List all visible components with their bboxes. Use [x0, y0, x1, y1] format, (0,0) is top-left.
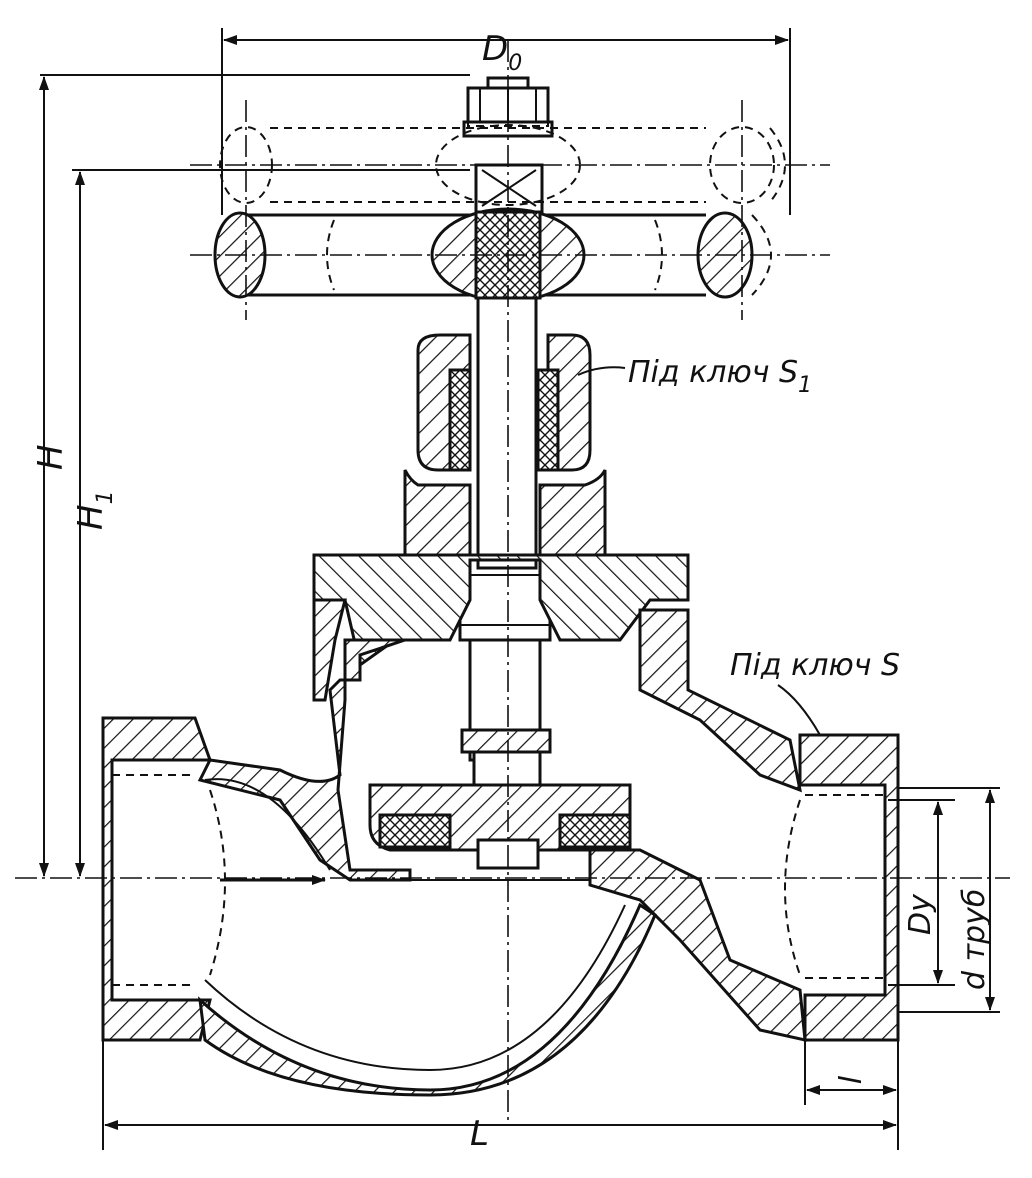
handwheel [213, 76, 772, 303]
label-d-pipe: d труб [957, 889, 992, 990]
label-L: L [470, 1114, 489, 1154]
handwheel-raised-ghost [219, 87, 786, 206]
dimension-lines [39, 28, 1000, 1150]
label-l: l [830, 1075, 865, 1084]
centre-lines [15, 40, 1010, 1120]
valve-stem [458, 296, 552, 802]
valve-body [101, 608, 900, 1097]
label-d0: D0 [482, 29, 522, 76]
label-h1: H1 [71, 490, 118, 530]
bonnet [312, 469, 690, 702]
label-h: H [31, 444, 71, 470]
label-wrench-s1: Під ключ S1 [628, 355, 812, 398]
valve-disc [368, 783, 632, 870]
labels: D0 H H1 Під ключ S1 Під ключ S Dy d труб… [31, 29, 992, 1154]
label-dy: Dy [903, 893, 938, 935]
label-wrench-s: Під ключ S [730, 648, 900, 683]
gland-nut [416, 333, 592, 472]
